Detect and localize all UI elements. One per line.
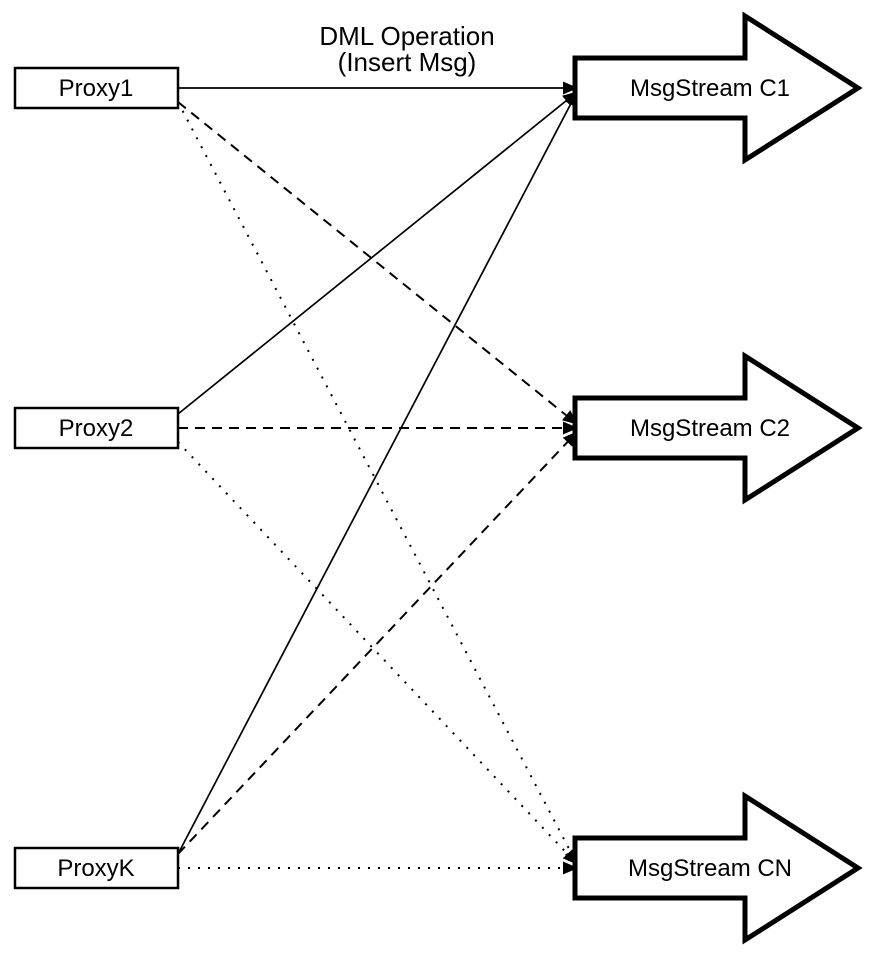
stream-c1-node: MsgStream C1 [572,11,863,165]
edge-proxy2-c1 [177,91,578,415]
stream-cn-block-arrow-shape [572,791,863,945]
edge-proxyK-c1 [177,91,578,855]
proxy1-label: Proxy1 [59,75,134,102]
edge-proxy2-cn [177,441,578,865]
dml-annotation-line1: DML Operation [319,21,494,51]
edge-proxyK-c2 [177,431,578,855]
proxyK-node: ProxyK [13,846,180,890]
edge-proxy1-c2 [177,101,578,425]
stream-cn-node: MsgStream CN [572,791,863,945]
stream-c2-node: MsgStream C2 [572,351,863,505]
stream-c1-block-arrow-shape [572,11,863,165]
dml-annotation: DML Operation (Insert Msg) [319,21,494,77]
stream-cn-label: MsgStream CN [628,855,792,882]
proxyK-label: ProxyK [57,855,134,882]
proxyK-box [13,846,180,890]
stream-c2-label: MsgStream C2 [630,415,790,442]
proxy2-box [13,406,180,450]
proxy2-node: Proxy2 [13,406,180,450]
proxy2-label: Proxy2 [59,415,134,442]
stream-c1-label: MsgStream C1 [630,75,790,102]
edge-proxy1-cn [177,101,578,865]
edges-layer [177,81,578,875]
stream-c2-block-arrow-shape [572,351,863,505]
proxy1-box [13,66,180,110]
dml-annotation-line2: (Insert Msg) [338,47,477,77]
proxy1-node: Proxy1 [13,66,180,110]
